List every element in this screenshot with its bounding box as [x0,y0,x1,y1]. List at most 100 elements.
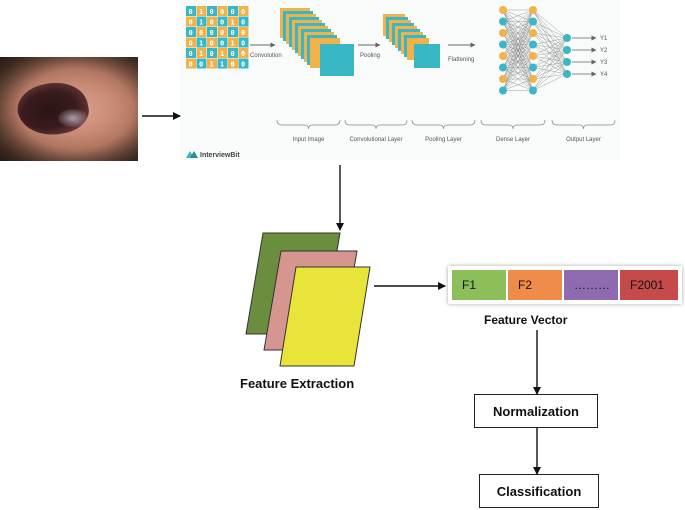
neuron [563,46,571,54]
layer-label: Input Image [293,137,325,143]
grid-cell [228,27,238,37]
network-edge [502,55,534,91]
network-edge [532,49,568,57]
feature-cell-label: F2 [518,278,533,292]
grid-cell [196,37,207,48]
sheet-yellow [279,266,371,367]
network-edge [502,9,534,45]
grid-cell [217,16,228,27]
neuron [529,86,537,95]
grid-digit: 0 [189,18,193,26]
grid-cell [207,58,217,69]
network-edge [532,55,568,75]
network-edge [532,9,568,39]
network-edge [532,9,568,63]
network-edge [532,32,568,75]
grid-digit: 1 [231,18,235,26]
grid-cell [186,6,196,16]
feature-cell-label: ……… [574,278,610,292]
grid-digit: 0 [231,29,235,37]
pooling-feature-maps [383,14,440,68]
grid-cell [217,58,228,69]
feature-vector-label: Feature Vector [484,313,568,327]
grid-digit: 0 [199,29,203,37]
grid-digit: 1 [199,39,203,47]
grid-cell [228,16,238,27]
network-edge [532,37,568,80]
network-edge [532,37,568,91]
grid-cell [217,27,228,37]
grid-digit: 0 [210,29,214,37]
normalization-box: Normalization [474,394,598,428]
network-edge [502,21,534,91]
neuron [499,17,507,26]
grid-cell [196,6,207,16]
dense-network [499,6,571,95]
network-edge [532,32,568,63]
grid-cell [186,48,196,58]
grid-cell [228,48,238,58]
network-edge [532,61,568,68]
grid-digit: 1 [220,50,224,58]
network-edge [532,44,568,75]
network-edge [532,32,568,39]
grid-digit: 1 [231,39,235,47]
grid-cell [207,48,217,58]
layer-label: Output Layer [566,137,601,143]
grid-cell [207,27,217,37]
interviewbit-logo: InterviewBit [186,151,240,159]
neuron [499,52,507,60]
grid-digit: 0 [241,39,245,47]
network-edge [532,49,568,91]
layer-label: Convolutional Layer [349,137,402,143]
brand-text: InterviewBit [200,152,240,159]
output-label: Y4 [600,72,608,78]
network-edge [532,61,568,91]
grid-cell [207,37,217,48]
grid-digit: 0 [210,50,214,58]
pooling-label: Pooling [360,53,380,59]
grid-cell [196,16,207,27]
skin-lesion-image [0,57,138,161]
vignette [0,57,138,161]
grid-digit: 0 [199,60,203,68]
grid-digit: 1 [199,50,203,58]
output-label: Y3 [600,60,608,66]
convolution-feature-maps [280,8,354,76]
feature-extraction-sheets [245,232,371,367]
neuron [499,86,507,95]
neuron [499,63,507,72]
neuron [563,58,571,66]
neuron [563,70,571,78]
grid-digit: 0 [210,18,214,26]
layer-brace [480,119,546,130]
layer-brace [411,119,476,130]
network-edge [532,21,568,63]
grid-cell [207,6,217,16]
neuron [499,75,507,83]
neuron [499,40,507,49]
network-edge [502,9,534,68]
grid-cell [217,37,228,48]
network-edge [532,37,568,45]
network-edge [532,44,568,63]
grid-cell [238,58,249,69]
neuron [529,40,537,49]
grid-cell [196,27,207,37]
grid-digit: 0 [241,8,245,16]
network-edge [532,21,568,39]
network-edge [532,21,568,75]
network-edge [532,21,568,51]
network-edge [502,67,534,91]
output-label: Y2 [600,48,608,54]
feature-cell-label: F1 [462,278,477,292]
grid-cell [238,37,249,48]
feature-cell-f1: F1 [452,270,506,300]
grid-digit: 1 [220,60,224,68]
feature-extraction-label: Feature Extraction [240,376,355,391]
grid-cell [186,27,196,37]
grid-digit: 0 [220,39,224,47]
